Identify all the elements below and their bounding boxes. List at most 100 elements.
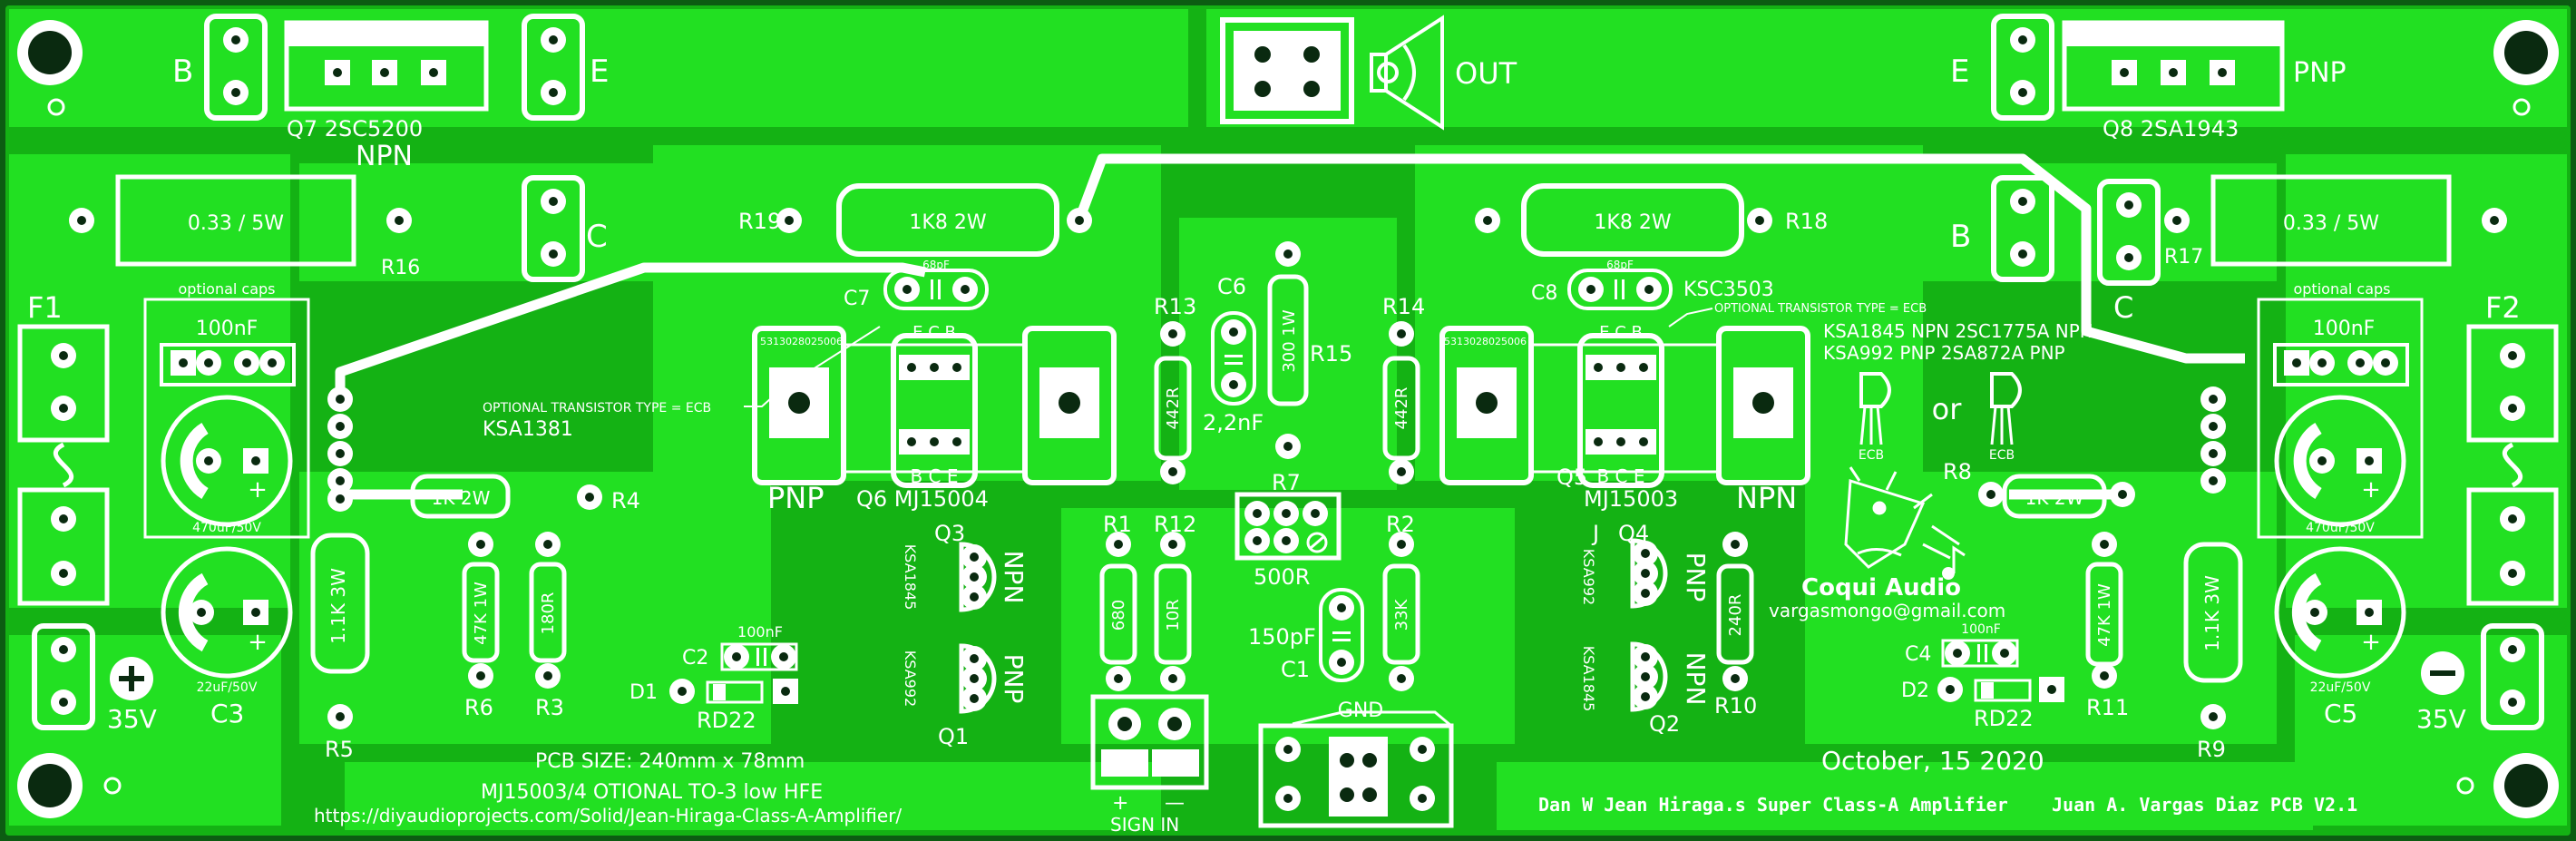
r17-value: 0.33 / 5W [2283,212,2379,235]
f1-fuse-holder [17,324,110,606]
signal-input-connector [1090,694,1209,790]
r4-label: R4 [611,488,640,513]
q8-collector-label: C [2113,290,2133,325]
d2-footprint [1937,677,2064,702]
rd22-left-label: RD22 [697,708,756,733]
alt-transistors-pnp: KSA992 PNP 2SA872A PNP [1823,342,2065,364]
r5-column [310,386,370,729]
r15-footprint [1267,241,1309,459]
speaker-icon [1370,15,1444,131]
r4-footprint [410,474,602,519]
q7-collector-label: C [586,219,608,255]
r10-footprint [1716,532,1754,691]
r1-footprint [1099,532,1137,691]
d1-label: D1 [629,681,658,704]
r17-footprint [2164,174,2507,267]
board-author: Juan A. Vargas Diaz PCB V2.1 [2052,794,2357,816]
right-cap100-value: 100nF [2313,318,2376,340]
c1-value: 150pF [1248,624,1316,650]
q2-part: KSA1845 [1580,646,1597,712]
r14-footprint [1382,321,1420,484]
coqui-frog-logo [1844,466,1960,569]
r9-label: R9 [2197,737,2226,762]
r11-footprint [2085,532,2123,689]
r2-footprint [1382,532,1420,691]
q6-bce-pins: B C E [910,465,958,487]
right-cap470-value: 470uF/50V [2306,521,2375,535]
right-optional-caps: optional caps [2293,280,2390,298]
or-label: or [1932,392,1963,426]
q8-footprint [1991,14,2285,121]
q8-label: Q8 2SA1943 [2103,116,2239,142]
j-label: J [1591,521,1599,546]
gnd-label: GND [1338,699,1383,722]
q7-emitter-label: E [590,54,609,90]
r14-value: 442R [1392,387,1411,430]
q2-footprint [1630,641,1668,712]
right-cap-block: + [2257,298,2424,539]
r5-value: 1.1K 3W [327,568,349,644]
project-url: https://diyaudioprojects.com/Solid/Jean-… [314,805,902,826]
r1-label: R1 [1103,512,1132,537]
q4-footprint [1630,538,1668,609]
q5-heatsink-footprint [1439,326,1810,488]
r10-value: 240R [1726,594,1745,637]
r16-label: R16 [381,257,420,279]
r6-label: R6 [464,695,493,720]
q4-part: KSA992 [1580,549,1597,605]
to92-right-pins: ECB [1989,448,2015,463]
q2-npn: NPN [1681,652,1711,706]
r6-footprint [462,532,500,689]
q7-label: Q7 2SC5200 [287,116,423,142]
r18-value: 1K8 2W [1594,211,1671,234]
c4-label: C4 [1905,643,1931,666]
r16-value: 0.33 / 5W [188,212,284,235]
svg-text:+: + [248,476,268,504]
right-power-terminal [2481,623,2544,730]
q3-footprint [959,542,997,612]
r19-footprint [776,183,1092,257]
r11-value: 47K 1W [2095,583,2114,647]
r3-label: R3 [535,695,564,720]
r10-label: R10 [1714,693,1757,719]
q3-label: Q3 [934,521,965,546]
q8-emitter-label: E [1950,54,1969,90]
r5-label: R5 [325,737,354,762]
r8-value: 1K 2W [2025,487,2084,509]
svg-text:+: + [248,629,268,656]
c7-footprint [883,269,989,310]
q8-collector-footprint [2097,179,2161,286]
r15-label: R15 [1310,341,1352,367]
c1-label: C1 [1281,657,1310,682]
r11-label: R11 [2086,695,2129,720]
r18-footprint [1475,183,1772,257]
q6-ecb-pins: E C B [912,323,956,342]
q1-pnp: PNP [999,654,1029,704]
q5-bce-pins: B C E [1596,465,1644,487]
ksc3503-label: KSC3503 [1683,279,1774,301]
r8-label: R8 [1943,459,1972,484]
f1-label: F1 [27,290,63,325]
q8-base-label: B [1950,219,1971,255]
r8-footprint [1978,474,2135,519]
right-optional-type-note: OPTIONAL TRANSISTOR TYPE = ECB [1714,302,1927,316]
plus-icon [110,657,153,700]
signal-plus-label: + [1112,792,1128,815]
q7-footprint [204,14,585,121]
revision-date: October, 15 2020 [1821,746,2044,776]
to92-left-pins: ECB [1859,448,1884,463]
board-title: Dan W Jean Hiraga.s Super Class-A Amplif… [1538,794,2008,816]
q6-label: Q6 MJ15004 [856,486,989,512]
c7-value: 68pF [922,259,950,271]
gnd-connector [1258,710,1454,828]
r13-label: R13 [1154,294,1196,319]
q5-code: 5313028025006 [1444,336,1527,347]
c6-value: 2,2nF [1203,410,1264,435]
right-35v-label: 35V [2416,704,2466,734]
q4-label: Q4 [1618,521,1649,546]
to92-outline-right [1990,372,2022,445]
output-label: OUT [1455,56,1517,91]
r3-footprint [529,532,567,689]
c3-footprint: + [161,546,293,679]
c3-value: 22uF/50V [197,680,258,695]
